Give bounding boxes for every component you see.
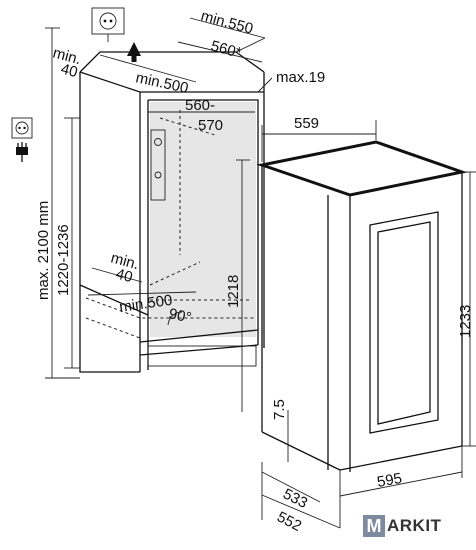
logo-text: ARKIT xyxy=(387,516,442,535)
niche xyxy=(79,51,265,373)
label-560-570-b: 570 xyxy=(198,117,223,134)
label-min40-top-b: 40 xyxy=(59,60,80,81)
socket-block xyxy=(150,129,166,201)
appliance xyxy=(256,140,468,472)
label-max19: max.19 xyxy=(276,69,325,86)
power-plug-icon xyxy=(16,142,28,162)
label-min550: min.550 xyxy=(199,7,255,37)
logo-mark: M xyxy=(363,515,385,537)
label-559: 559 xyxy=(294,115,319,132)
label-560-star: 560* xyxy=(209,37,243,61)
power-socket-icon xyxy=(11,117,33,139)
label-min500-top: min.500 xyxy=(134,69,190,97)
label-1220-1236: 1220-1236 xyxy=(55,224,72,296)
label-max2100: max. 2100 mm xyxy=(35,201,52,300)
label-min40-top-a: min. xyxy=(51,44,83,68)
label-595: 595 xyxy=(376,470,404,491)
airflow-arrow-icon xyxy=(127,42,141,62)
label-min40-bottom-b: 40 xyxy=(114,265,135,286)
label-533: 533 xyxy=(280,485,310,512)
label-min40-bottom-a: min. xyxy=(109,249,141,273)
label-560-570-a: 560- xyxy=(185,97,215,114)
wall-socket xyxy=(91,7,125,42)
label-552: 552 xyxy=(274,508,304,535)
dimension-lines xyxy=(45,17,476,529)
markit-logo: M ARKIT xyxy=(363,515,441,537)
label-1218: 1218 xyxy=(225,275,242,308)
niche-back-wall xyxy=(150,102,256,337)
plinth xyxy=(147,345,257,367)
label-90deg: 90° xyxy=(167,305,193,326)
label-1233: 1233 xyxy=(457,305,474,338)
label-7-5: 7.5 xyxy=(271,399,288,420)
